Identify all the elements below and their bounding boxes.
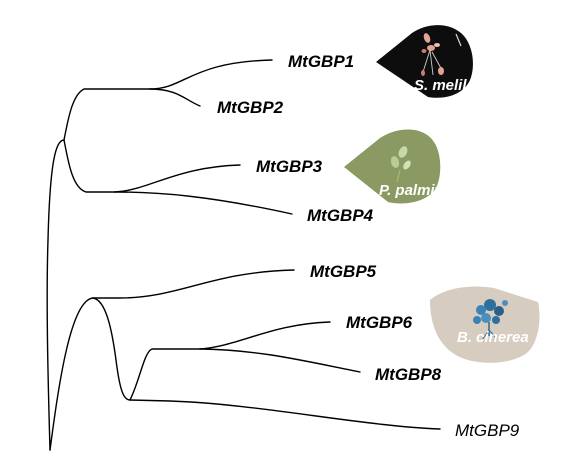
label-mtgbp6: MtGBP6 <box>346 313 413 332</box>
bacteria-icon <box>421 33 462 76</box>
label-mtgbp5: MtGBP5 <box>310 262 377 281</box>
label-mtgbp4: MtGBP4 <box>307 206 374 225</box>
branch-mtgbp3 <box>114 164 241 193</box>
branch-root <box>46 239 51 451</box>
branch-node-a <box>63 88 151 141</box>
branch-lower-clade <box>49 297 94 451</box>
branch-mtgbp6 <box>199 321 331 350</box>
branch-node-d <box>129 348 201 401</box>
label-p-palmivora: P. palmivora <box>379 182 466 199</box>
branch-upper-clade <box>47 139 65 241</box>
label-mtgbp9: MtGBP9 <box>455 421 520 440</box>
badge-b-cinerea-shape <box>430 286 540 363</box>
branch-mtgbp4 <box>114 191 293 215</box>
badge-p-palmivora-shape <box>344 129 441 204</box>
label-mtgbp1: MtGBP1 <box>288 52 354 71</box>
leaf-labels: MtGBP1 MtGBP2 MtGBP3 MtGBP4 MtGBP5 MtGBP… <box>217 52 520 440</box>
branch-node-c <box>92 297 131 401</box>
fungus-icon <box>473 299 508 341</box>
badge-p-palmivora: P. palmivora <box>344 129 466 204</box>
label-s-meliloti: S. meliloti <box>414 77 486 94</box>
tree-branches <box>46 59 441 451</box>
badge-s-meliloti-shape <box>376 25 473 98</box>
branch-mtgbp9 <box>129 399 441 430</box>
branch-mtgbp8 <box>199 348 361 373</box>
branch-node-b <box>63 139 116 193</box>
branch-mtgbp5 <box>92 269 295 299</box>
label-b-cinerea: B. cinerea <box>457 329 529 346</box>
label-mtgbp8: MtGBP8 <box>375 365 442 384</box>
zoospore-icon <box>390 146 411 183</box>
branch-mtgbp2 <box>149 88 201 107</box>
badge-s-meliloti: S. meliloti <box>376 25 486 98</box>
badge-b-cinerea: B. cinerea <box>430 286 540 363</box>
label-mtgbp3: MtGBP3 <box>256 157 323 176</box>
branch-mtgbp1 <box>149 59 273 90</box>
label-mtgbp2: MtGBP2 <box>217 98 284 117</box>
